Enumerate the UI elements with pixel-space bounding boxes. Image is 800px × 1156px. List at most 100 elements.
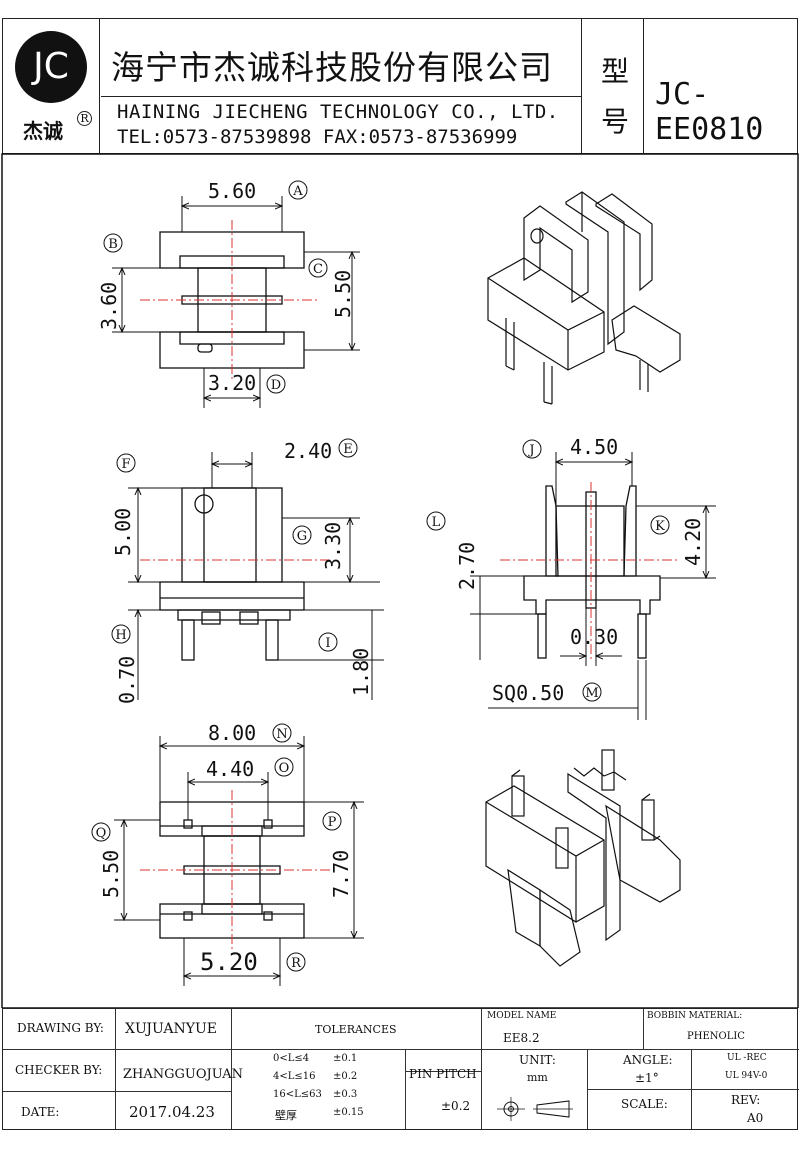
- dim-q-letter: Q: [96, 826, 107, 841]
- dimension-labels: 5.60 A B 3.60 C 5.50 3.20 D 2.40 E F 5.0…: [91, 179, 705, 976]
- dim-m-letter: M: [585, 686, 598, 701]
- dim-l-letter: L: [432, 515, 441, 530]
- tol-value-4: ±0.15: [333, 1107, 364, 1118]
- pin-pitch-label: PIN PITCH: [409, 1067, 477, 1081]
- grid-line: [3, 1091, 231, 1092]
- bobbin-material-label: BOBBIN MATERIAL:: [647, 1011, 743, 1021]
- dim-f-value: 5.00: [111, 508, 135, 556]
- unit-value: mm: [527, 1071, 548, 1084]
- ul-flammability: UL 94V-0: [725, 1071, 768, 1081]
- dim-m-value: SQ0.50: [492, 681, 564, 705]
- dim-a-value: 5.60: [208, 179, 256, 203]
- company-name-cn: 海宁市杰诚科技股份有限公司: [111, 48, 553, 87]
- dim-c-letter: C: [313, 262, 323, 277]
- dim-n-value: 8.00: [208, 721, 256, 745]
- tol-range-2: 4<L≤16: [273, 1071, 316, 1082]
- checker-by-label: CHECKER BY:: [15, 1063, 103, 1077]
- checker-by-value: ZHANGGUOJUAN: [123, 1067, 244, 1082]
- header-block: JC 杰诚 R 海宁市杰诚科技股份有限公司 HAINING JIECHENG T…: [2, 18, 798, 154]
- dim-r-value: 5.20: [200, 948, 258, 976]
- company-contact: TEL:0573-87539898 FAX:0573-87536999: [117, 126, 518, 148]
- dim-e-letter: E: [343, 442, 353, 457]
- dim-f-letter: F: [121, 457, 130, 472]
- company-logo: JC: [15, 31, 87, 103]
- title-block: DRAWING BY: XUJUANYUE CHECKER BY: ZHANGG…: [2, 1008, 799, 1130]
- dim-g-letter: G: [297, 529, 307, 544]
- date-value: 2017.04.23: [129, 1103, 215, 1121]
- dim-b-value: 3.60: [97, 282, 121, 330]
- type-label: 型号: [601, 55, 630, 138]
- dim-j-value: 4.50: [570, 435, 618, 459]
- dim-p-value: 7.70: [329, 850, 353, 898]
- dim-a-letter: A: [292, 184, 303, 199]
- pin-pitch-value: ±0.2: [441, 1099, 471, 1113]
- angle-value: ±1°: [635, 1071, 659, 1085]
- isometric-view-bottom: [485, 749, 681, 967]
- dim-p-letter: P: [328, 815, 337, 830]
- top-view: [140, 220, 320, 380]
- header-divider-h: [101, 96, 581, 97]
- dim-j-letter: J: [527, 443, 534, 458]
- tol-range-4: 壁厚: [275, 1109, 297, 1122]
- scale-label: SCALE:: [621, 1097, 668, 1111]
- grid-line: [115, 1009, 116, 1129]
- grid-line: [3, 1049, 799, 1050]
- header-divider: [643, 19, 644, 153]
- dim-l-value: 2.70: [455, 542, 479, 590]
- projection-symbol: [497, 1097, 573, 1121]
- date-label: DATE:: [21, 1105, 60, 1119]
- tol-range-3: 16<L≤63: [273, 1089, 322, 1100]
- registered-mark: R: [77, 111, 92, 126]
- angle-label: ANGLE:: [623, 1053, 673, 1067]
- dim-k-letter: K: [655, 519, 665, 534]
- dim-h-value: 0.70: [115, 656, 139, 704]
- rev-label: REV:: [731, 1093, 761, 1107]
- drawing-by-label: DRAWING BY:: [17, 1021, 104, 1035]
- dim-slot-value: 0.30: [570, 625, 618, 649]
- side-view: [500, 482, 680, 660]
- company-name-en: HAINING JIECHENG TECHNOLOGY CO., LTD.: [117, 101, 559, 123]
- dim-o-value: 4.40: [206, 757, 254, 781]
- dim-r-letter: R: [291, 956, 302, 971]
- tolerances-label: TOLERANCES: [315, 1023, 397, 1036]
- grid-line: [643, 1009, 644, 1049]
- tol-value-1: ±0.1: [333, 1053, 358, 1064]
- bobbin-material-value: PHENOLIC: [687, 1031, 745, 1042]
- header-divider: [581, 19, 582, 153]
- ul-listing: UL -REC: [727, 1053, 767, 1063]
- dim-o-letter: O: [279, 761, 290, 776]
- drawing-by-value: XUJUANYUE: [125, 1021, 217, 1037]
- dim-n-letter: N: [276, 727, 287, 742]
- dim-k-value: 4.20: [681, 518, 705, 566]
- dim-q-value: 5.50: [99, 850, 123, 898]
- header-divider: [99, 19, 100, 153]
- model-name-value: EE8.2: [503, 1031, 540, 1045]
- dim-g-value: 3.30: [321, 522, 345, 570]
- logo-subtitle: 杰诚: [23, 119, 63, 143]
- dim-h-letter: H: [115, 628, 126, 643]
- grid-line: [405, 1071, 481, 1072]
- model-name-label: MODEL NAME: [487, 1011, 557, 1021]
- bottom-view: [140, 790, 330, 950]
- tol-value-2: ±0.2: [333, 1071, 358, 1082]
- dim-i-letter: I: [325, 636, 330, 651]
- part-number: JC-EE0810: [655, 77, 764, 147]
- dim-b-letter: B: [108, 237, 118, 252]
- unit-label: UNIT:: [519, 1053, 556, 1067]
- technical-drawing: 5.60 A B 3.60 C 5.50 3.20 D 2.40 E F 5.0…: [1, 153, 799, 1008]
- tol-value-3: ±0.3: [333, 1089, 358, 1100]
- dim-d-value: 3.20: [208, 371, 256, 395]
- grid-line: [405, 1049, 406, 1129]
- dim-d-letter: D: [271, 378, 281, 393]
- grid-line: [587, 1089, 799, 1090]
- front-view: [140, 487, 330, 661]
- grid-line: [231, 1009, 232, 1129]
- grid-line: [481, 1009, 482, 1129]
- isometric-view-top: [487, 191, 681, 405]
- dim-c-value: 5.50: [331, 270, 355, 318]
- tol-range-1: 0<L≤4: [273, 1053, 310, 1064]
- rev-value: A0: [747, 1111, 764, 1125]
- dim-i-value: 1.80: [349, 648, 373, 696]
- dim-e-value: 2.40: [284, 439, 332, 463]
